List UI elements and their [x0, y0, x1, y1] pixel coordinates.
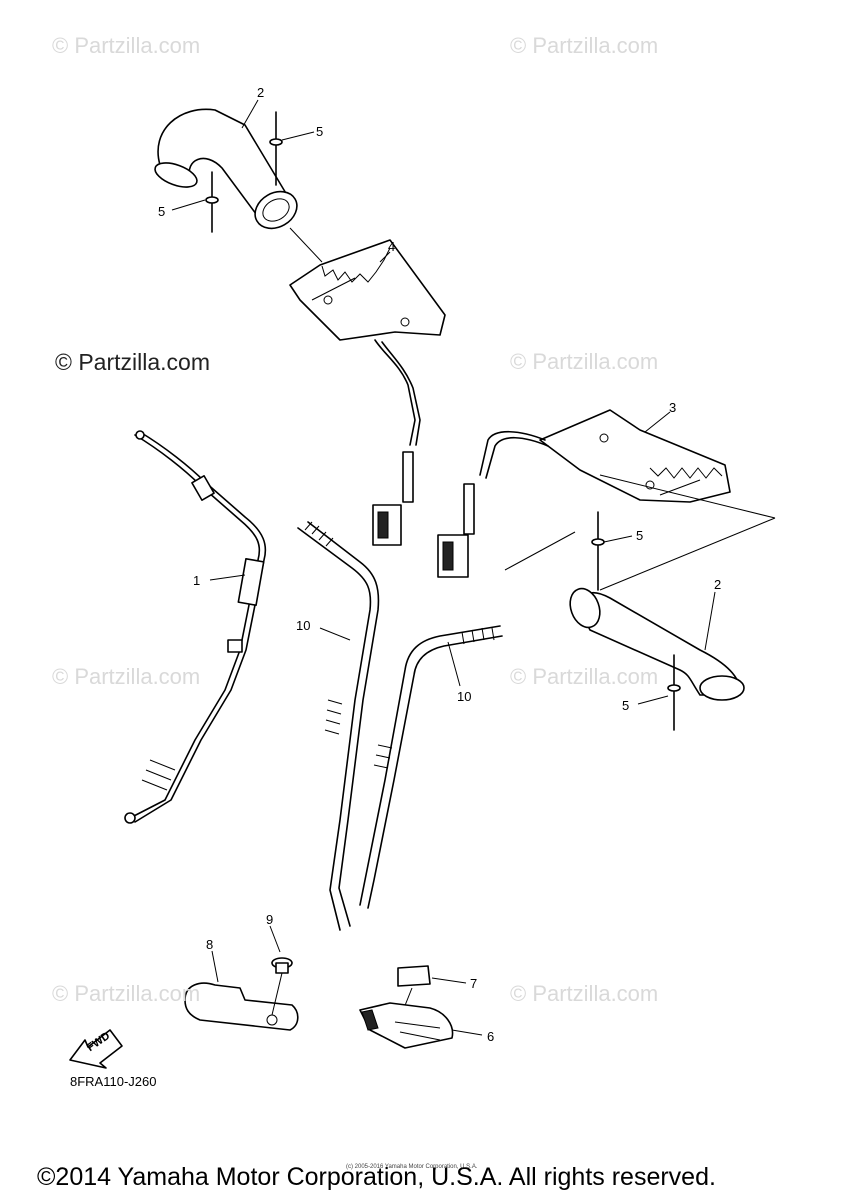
- watermark-lower-left: © Partzilla.com: [52, 664, 201, 689]
- callout-5-a: 5: [316, 124, 324, 139]
- watermark-top-right: © Partzilla.com: [510, 33, 659, 58]
- part-holder: [359, 1002, 454, 1049]
- callout-3: 3: [669, 400, 677, 415]
- watermark-bottom-left: © Partzilla.com: [52, 981, 201, 1006]
- part-heater-plate-right: [479, 409, 776, 591]
- callout-5-b: 5: [158, 204, 166, 219]
- callout-7: 7: [470, 976, 478, 991]
- part-grip-tube-left: [297, 521, 380, 931]
- callout-2-right: 2: [714, 577, 722, 592]
- part-rivet-right-upper: [591, 511, 605, 591]
- part-screw: [271, 957, 293, 1016]
- part-rivets-top: [205, 111, 283, 233]
- part-grip-top: [154, 108, 323, 263]
- watermark-mid-right: © Partzilla.com: [510, 349, 659, 374]
- callout-2-top: 2: [257, 85, 265, 100]
- part-connector-top: [372, 451, 414, 546]
- tiny-copyright: (c) 2005-2016 Yamaha Motor Corporation, …: [346, 1164, 478, 1170]
- callout-4: 4: [388, 239, 396, 254]
- callout-6: 6: [487, 1029, 495, 1044]
- callout-10-a: 10: [296, 618, 311, 633]
- watermark-mid-left: © Partzilla.com: [55, 349, 210, 375]
- fwd-arrow-icon: [69, 1029, 123, 1069]
- watermark-lower-right: © Partzilla.com: [510, 664, 659, 689]
- callout-leaders: [171, 99, 716, 1036]
- callout-9: 9: [266, 912, 274, 927]
- callout-5-d: 5: [622, 698, 630, 713]
- part-grip-right: [569, 587, 745, 731]
- callout-5-c: 5: [636, 528, 644, 543]
- part-heater-plate-top: [289, 239, 446, 446]
- part-connector-right: [437, 483, 475, 578]
- part-pad: [397, 965, 431, 1019]
- part-throttle-cable: [124, 430, 267, 824]
- watermark-top-left: © Partzilla.com: [52, 33, 201, 58]
- part-grip-tube-right: [359, 625, 503, 909]
- part-handle: [184, 982, 299, 1031]
- watermark-bottom-right: © Partzilla.com: [510, 981, 659, 1006]
- callout-10-b: 10: [457, 689, 472, 704]
- callout-1: 1: [193, 573, 201, 588]
- diagram-code: 8FRA110-J260: [70, 1074, 157, 1089]
- callout-8: 8: [206, 937, 214, 952]
- footer-copyright: ©2014 Yamaha Motor Corporation, U.S.A. A…: [37, 1163, 716, 1191]
